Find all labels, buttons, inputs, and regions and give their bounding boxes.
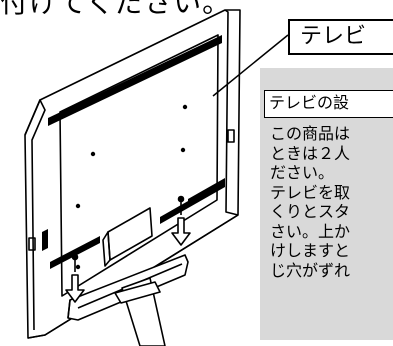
info-line: けしますと	[270, 241, 351, 260]
info-line: くりとスタ	[270, 202, 351, 221]
info-line: ださい。	[270, 163, 335, 182]
info-panel: テレビの設 この商品は ときは２人 ださい。 テレビを取 くりとスタ さい。上か…	[260, 68, 393, 340]
info-line: ときは２人	[270, 143, 351, 163]
callout-label-tv: テレビ	[288, 19, 393, 55]
info-title: テレビの設	[264, 90, 393, 118]
info-line: じ穴がずれ	[270, 260, 351, 280]
instruction-heading: 付けてください。	[0, 0, 232, 18]
info-body: この商品は ときは２人 ださい。 テレビを取 くりとスタ さい。上か けしますと…	[270, 124, 393, 280]
info-line: テレビを取	[270, 182, 351, 202]
info-line: さい。上か	[270, 221, 351, 241]
info-line: この商品は	[270, 124, 351, 143]
